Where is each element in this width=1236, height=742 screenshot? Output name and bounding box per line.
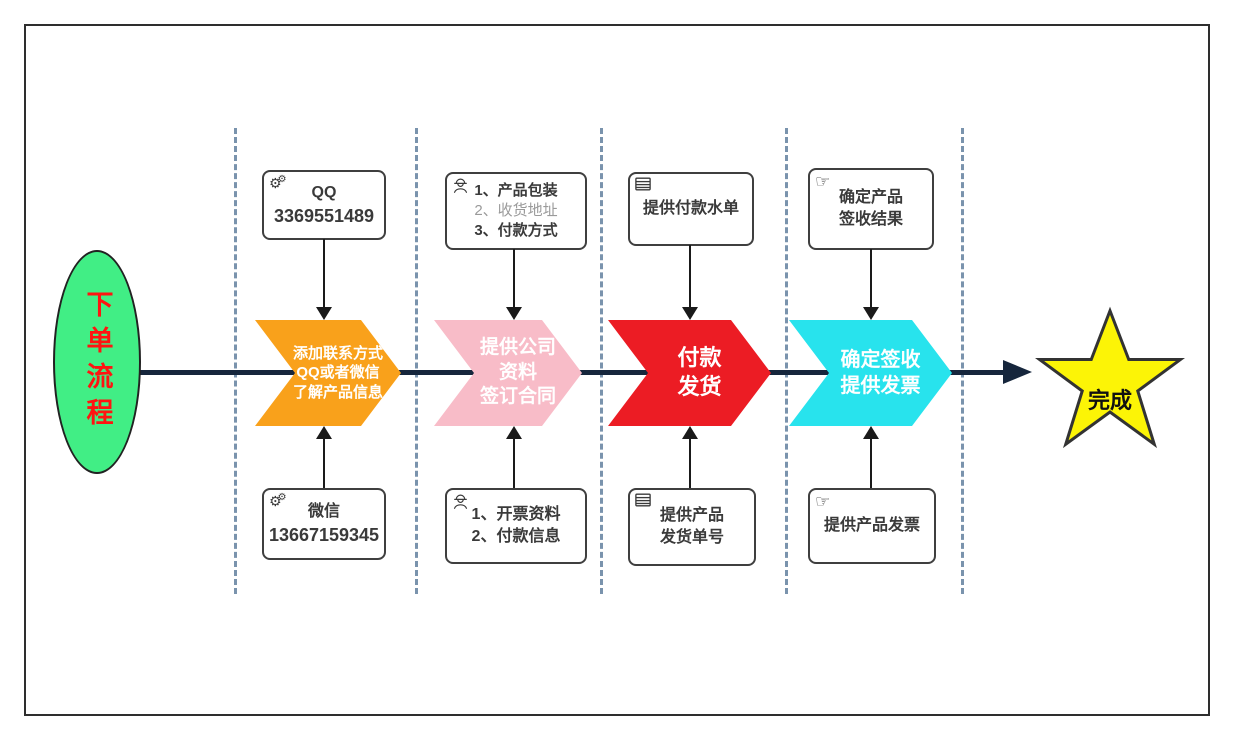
box-text: 3369551489: [273, 205, 375, 226]
connector-line: [513, 438, 515, 488]
connector-line: [870, 438, 872, 488]
chevron-step-4-line: 确定签收: [840, 349, 921, 371]
engineer-icon: [452, 493, 469, 510]
arrow-up-icon: [682, 426, 698, 439]
start-node: 下单流程: [53, 250, 141, 474]
box-text: 确定产品: [838, 189, 903, 207]
finish-node-label: 完成: [1087, 388, 1132, 414]
lane-divider: [234, 128, 237, 594]
box-text: 提供产品发票: [823, 517, 920, 535]
gears-icon: ⚙⚙: [269, 492, 287, 509]
start-node-label: 下单流程: [82, 290, 113, 434]
arrow-down-icon: [316, 307, 332, 320]
connector-line: [870, 249, 872, 308]
chevron-step-2-line: 提供公司: [479, 336, 556, 358]
arrow-down-icon: [506, 307, 522, 320]
list-icon: [635, 493, 651, 507]
pointing-hand-icon: ☞: [815, 492, 831, 511]
lane-divider: [415, 128, 418, 594]
list-icon: [635, 177, 651, 191]
bottom-box-product-invoice: ☞ 提供产品发票: [808, 488, 936, 564]
chevron-step-1-line: 添加联系方式: [292, 344, 383, 362]
box-text: QQ: [311, 184, 337, 202]
top-box-order-info: 1、产品包装 2、收货地址 3、付款方式: [445, 172, 587, 250]
box-text: 1、产品包装: [474, 181, 558, 199]
top-box-payment-slip: 提供付款水单: [628, 172, 754, 246]
box-text: 提供付款水单: [642, 200, 739, 218]
bottom-box-shipping-number: 提供产品 发货单号: [628, 488, 756, 566]
top-box-sign-result: ☞ 确定产品 签收结果: [808, 168, 934, 250]
box-text: 13667159345: [268, 524, 380, 545]
lane-divider: [785, 128, 788, 594]
chevron-step-3-line: 发货: [677, 374, 722, 399]
box-text: 签收结果: [838, 211, 903, 228]
star-icon: [1035, 306, 1185, 449]
lane-divider: [961, 128, 964, 594]
box-text: 2、付款信息: [471, 528, 561, 545]
engineer-icon: [452, 177, 469, 194]
connector-line: [323, 239, 325, 308]
chevron-step-2-line: 签订合同: [479, 386, 556, 408]
top-box-contact-qq: ⚙⚙ QQ 3369551489: [262, 170, 386, 240]
chevron-step-2-line: 资料: [498, 361, 537, 383]
bottom-box-invoice-info: 1、开票资料 2、付款信息: [445, 488, 587, 564]
chevron-step-1-line: QQ或者微信: [296, 364, 380, 382]
connector-line: [323, 438, 325, 488]
lane-divider: [600, 128, 603, 594]
box-text: 发货单号: [659, 529, 724, 546]
chevron-step-1-line: 了解产品信息: [292, 383, 383, 401]
arrow-up-icon: [506, 426, 522, 439]
box-text: 微信: [307, 503, 340, 521]
connector-line: [689, 438, 691, 488]
arrow-down-icon: [682, 307, 698, 320]
chevron-step-3-line: 付款: [677, 345, 722, 371]
connector-line: [513, 249, 515, 308]
main-flow-arrowhead-icon: [1003, 360, 1032, 384]
connector-line: [689, 245, 691, 308]
box-text: 提供产品: [659, 507, 724, 525]
bottom-box-contact-wechat: ⚙⚙ 微信 13667159345: [262, 488, 386, 560]
arrow-up-icon: [863, 426, 879, 439]
arrow-down-icon: [863, 307, 879, 320]
arrow-up-icon: [316, 426, 332, 439]
box-text: 3、付款方式: [474, 222, 558, 240]
box-text: 2、收货地址: [474, 201, 558, 219]
box-text: 1、开票资料: [471, 506, 561, 524]
finish-node: 完成: [1035, 306, 1185, 452]
pointing-hand-icon: ☞: [815, 172, 831, 191]
gears-icon: ⚙⚙: [269, 174, 287, 191]
chevron-step-4-line: 提供发票: [840, 375, 921, 397]
